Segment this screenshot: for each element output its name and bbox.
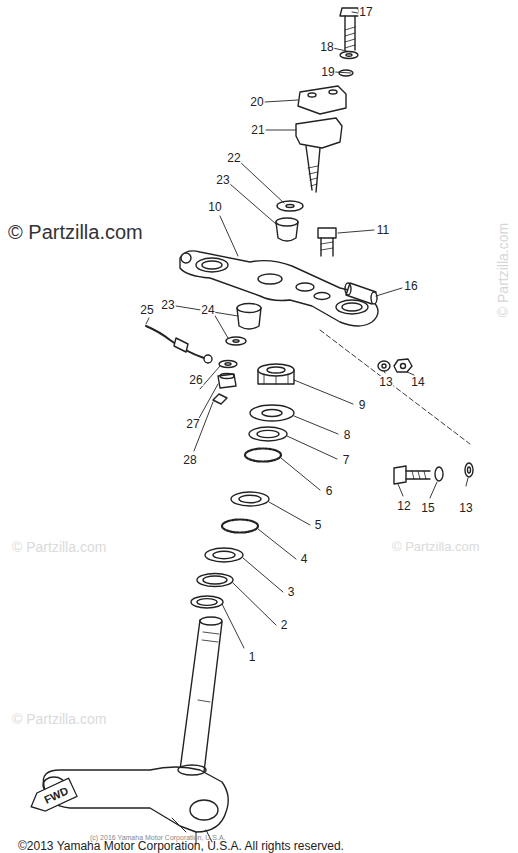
callout-number: 13 bbox=[378, 376, 393, 388]
callout-number: 25 bbox=[139, 304, 154, 316]
copyright-text: ©2013 Yamaha Motor Corporation, U.S.A. A… bbox=[18, 840, 344, 852]
watermark: © Partzilla.com bbox=[12, 712, 106, 726]
callout-number: 28 bbox=[182, 454, 197, 466]
callout-number: 9 bbox=[358, 399, 367, 411]
callout-number: 11 bbox=[376, 224, 390, 236]
callout-number: 19 bbox=[320, 66, 335, 78]
watermark: © Partzilla.com bbox=[496, 223, 510, 317]
callout-number: 4 bbox=[300, 553, 309, 565]
callout-number: 15 bbox=[420, 502, 435, 514]
callout-number: 18 bbox=[319, 41, 334, 53]
callout-number: 8 bbox=[343, 429, 352, 441]
callout-number: 26 bbox=[188, 374, 203, 386]
callout-number: 17 bbox=[358, 6, 373, 18]
callout-number: 22 bbox=[226, 152, 241, 164]
callout-number: 24 bbox=[200, 304, 215, 316]
callout-number: 1 bbox=[248, 651, 257, 663]
callout-number: 14 bbox=[410, 376, 425, 388]
callout-number: 16 bbox=[403, 280, 418, 292]
callout-number: 13 bbox=[458, 502, 473, 514]
watermark: © Partzilla.com bbox=[392, 540, 480, 553]
callout-number: 7 bbox=[342, 454, 351, 466]
watermark: © Partzilla.com bbox=[8, 222, 143, 242]
callout-number: 20 bbox=[249, 96, 264, 108]
callout-number: 23 bbox=[160, 299, 175, 311]
callout-number: 5 bbox=[314, 519, 323, 531]
callout-number: 10 bbox=[207, 201, 222, 213]
callout-number: 6 bbox=[325, 485, 334, 497]
callout-number: 23 bbox=[215, 174, 230, 186]
callout-number: 12 bbox=[396, 500, 411, 512]
callout-number: 27 bbox=[185, 418, 200, 430]
callout-number: 21 bbox=[250, 124, 265, 136]
watermark: © Partzilla.com bbox=[12, 540, 106, 554]
callout-number: 2 bbox=[280, 619, 289, 631]
callout-number: 3 bbox=[287, 586, 296, 598]
